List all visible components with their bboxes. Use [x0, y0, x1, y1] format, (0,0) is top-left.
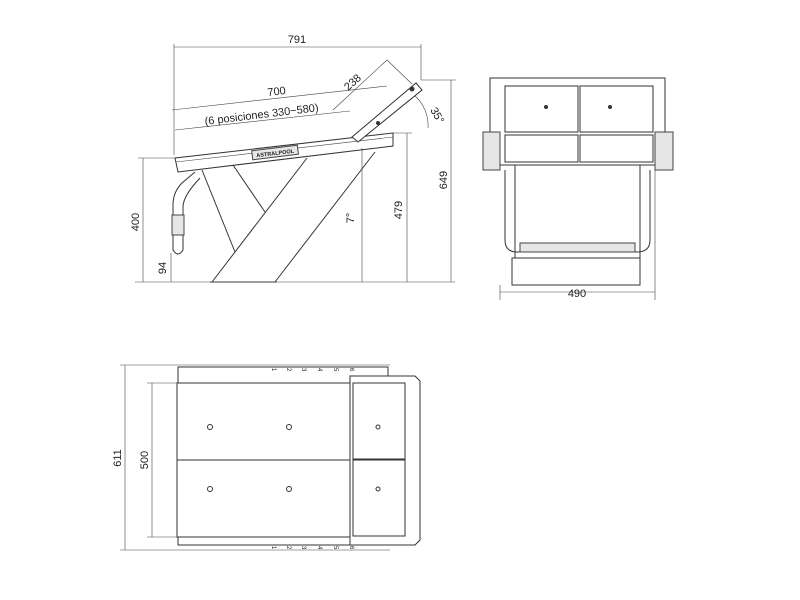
handle [172, 171, 201, 255]
top-view: 1 2 3 4 5 6 1 2 3 4 5 6 611 500 [112, 364, 421, 551]
position-number: 1 [270, 368, 276, 372]
dim-611: 611 [112, 449, 124, 467]
position-number: 5 [332, 368, 338, 372]
angle-arc-35 [413, 94, 429, 129]
dim-238: 238 [342, 72, 364, 93]
position-number: 4 [316, 546, 322, 550]
front-view: 490 [482, 77, 674, 300]
leg-back [274, 151, 376, 283]
side-handle-left [482, 131, 501, 171]
position-number: 3 [300, 546, 306, 550]
leg-front [211, 157, 308, 283]
position-number: 5 [332, 546, 338, 550]
side-handle-right [654, 131, 674, 171]
position-number: 6 [348, 546, 354, 550]
dim-490: 490 [568, 288, 586, 300]
position-number: 2 [285, 546, 291, 550]
brand-label: ASTRALPOOL [256, 149, 295, 160]
dim-700: 700 [267, 85, 287, 99]
dim-400: 400 [130, 213, 142, 231]
dim-line-238 [332, 59, 388, 111]
dim-line-700 [171, 85, 388, 111]
side-view: 791 700 (6 posiciones 330~580) 238 35° A… [130, 34, 456, 283]
position-numbers-top: 1 2 3 4 5 6 [270, 368, 354, 372]
dim-94: 94 [157, 262, 169, 274]
position-number: 6 [348, 368, 354, 372]
angle-7: 7° [345, 213, 357, 224]
dim-479: 479 [393, 201, 405, 219]
angle-35: 35° [427, 106, 446, 126]
position-numbers-bottom: 1 2 3 4 5 6 [270, 546, 354, 550]
positions-note: (6 posiciones 330~580) [204, 102, 319, 128]
dim-649: 649 [438, 171, 450, 189]
dim-500: 500 [139, 451, 151, 469]
position-number: 2 [285, 368, 291, 372]
brand-plate [251, 144, 299, 161]
position-number: 3 [300, 368, 306, 372]
position-number: 4 [316, 368, 322, 372]
dim-791: 791 [288, 34, 306, 46]
position-number: 1 [270, 546, 276, 550]
backrest [351, 82, 423, 143]
